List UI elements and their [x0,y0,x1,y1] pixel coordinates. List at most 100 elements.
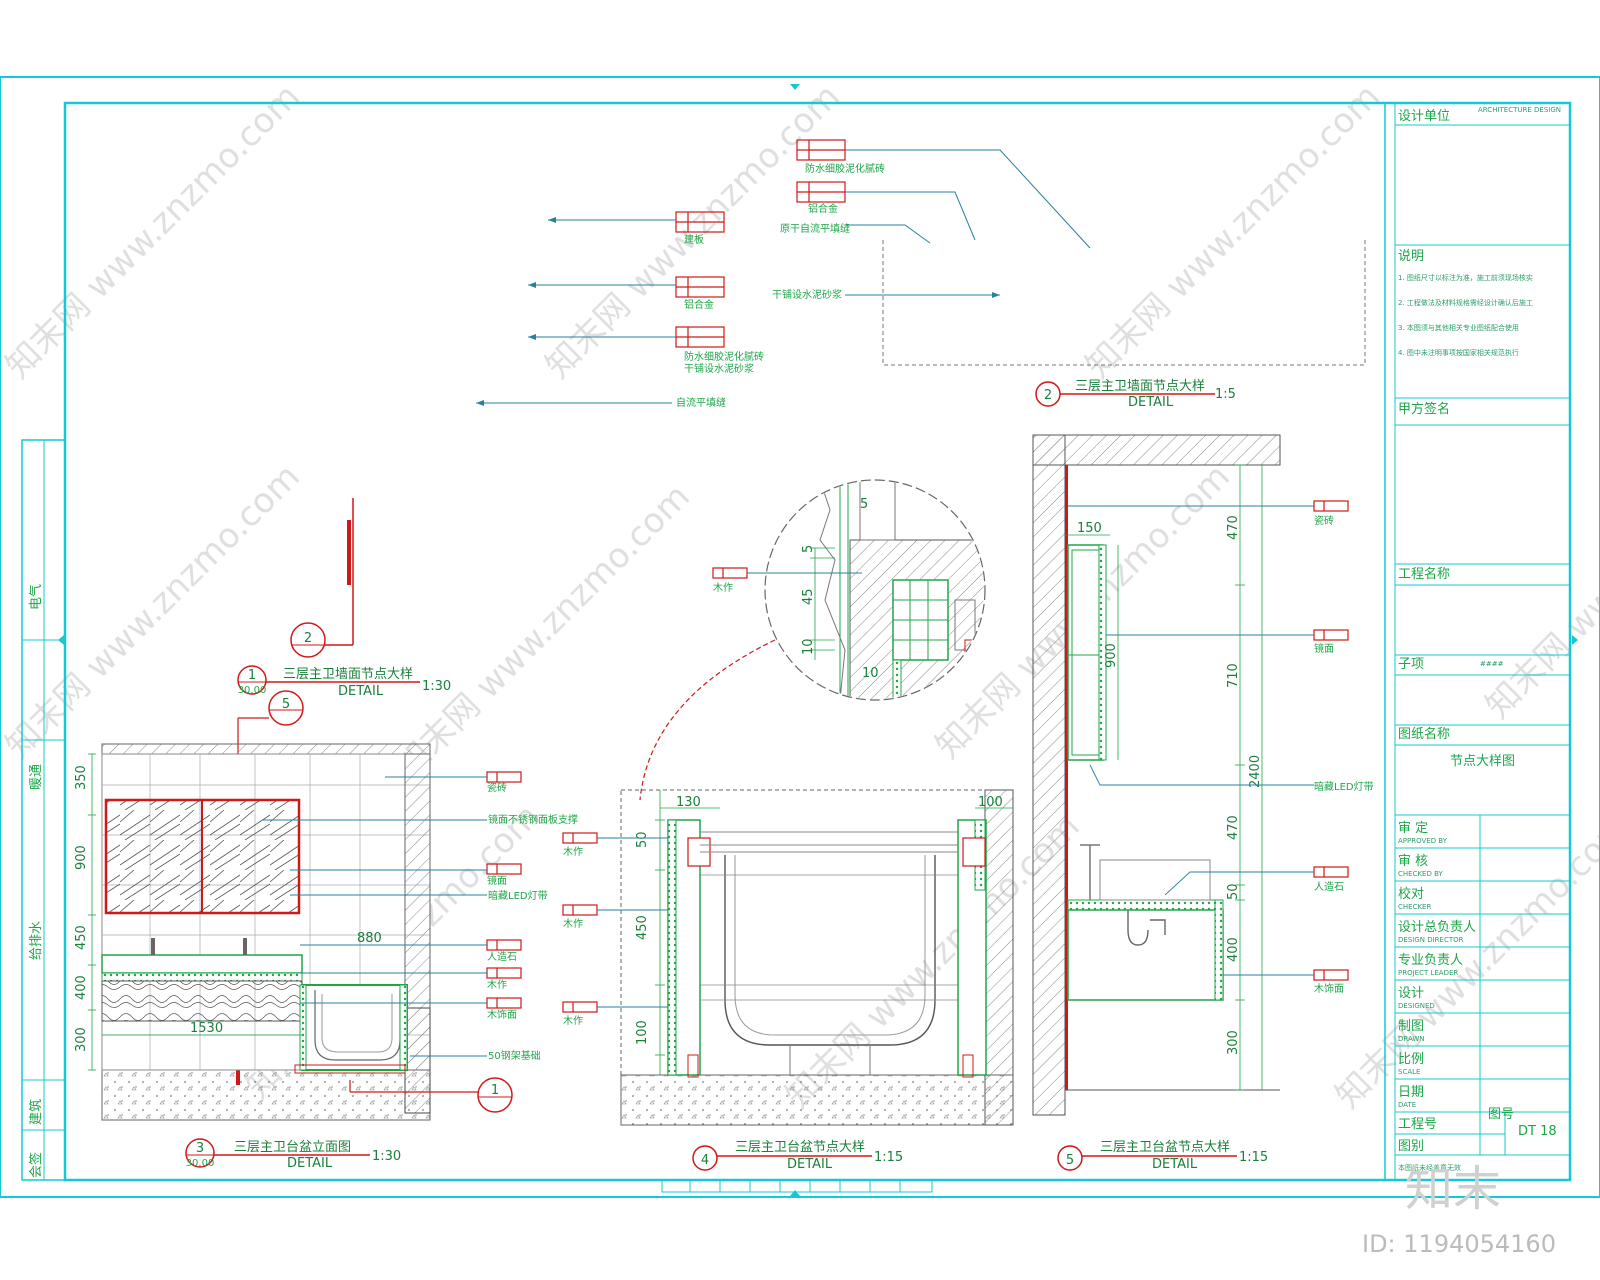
detail-label: DETAIL [787,1157,833,1172]
tb-row-cn: 专业负责人 [1398,953,1463,968]
dim-label: 1530 [190,1021,223,1036]
detail-4-section: 130 100 50 450 100 木作 木作 木作 4 三层主卫台盆节点大样… [562,789,1014,1172]
callout-label: 人造石 [487,950,517,963]
dim-label: 470 [1226,815,1241,840]
callout-label: 建板 [684,233,704,246]
strip-label: 给排水 [29,921,44,960]
section-mark-2: 2 [290,498,354,658]
tb-row-en: PROJECT LEADER [1398,969,1458,977]
detail-label: DETAIL [338,684,384,699]
dim-label: 900 [1104,643,1119,668]
detail-number: 3 [196,1141,204,1156]
title-block: 设计单位 ARCHITECTURE DESIGN 说明 1. 图纸尺寸以标注为准… [1384,102,1571,1181]
callout-label: 镜面 [1314,642,1334,655]
dim-label: 900 [74,845,89,870]
callout-label: 木饰面 [1314,982,1344,995]
dim-label: 100 [635,1020,650,1045]
detail-title: 三层主卫墙面节点大样 [1075,379,1205,394]
project-no-label: 工程号 [1398,1117,1437,1132]
detail-scale: 1:30 [422,679,451,694]
callout-label: 瓷砖 [487,781,507,794]
tb-row-cn: 设计总负责人 [1398,920,1476,935]
note-line: 1. 图纸尺寸以标注为准，施工前须现场核实 [1398,273,1533,282]
detail-enlargement-circle: 5 5 45 10 10 木作 [639,479,986,801]
title-block-rows: 审 定 APPROVED BY 审 核 CHECKED BY 校对 CHECKE… [1395,815,1570,1155]
callout-label: 木作 [563,918,583,930]
tb-row-en: DESIGNED [1398,1002,1435,1010]
drawing-no: DT 18 [1518,1124,1557,1139]
callout-label: 原干自流平填缝 [780,222,850,235]
detail-title: 三层主卫台盆立面图 [234,1140,351,1155]
section-mark-label: 2 [304,631,312,646]
callout-label: 50钢架基础 [488,1049,541,1062]
image-id: ID: 1194054160 [1362,1230,1556,1258]
dim-label: 710 [1226,663,1241,688]
watermark-text: 知末网 www.znzmo.com [388,477,698,787]
detail-2-callouts: 防水细胶泥化腻砖 铝合金 原干自流平填缝 建板 铝合金 防水细胶泥化腻砖 干铺设… [476,139,1366,410]
callout-label: 干铺设水泥砂浆 [684,362,754,375]
callout-label: 人造石 [1314,880,1344,893]
callout-label: 暗藏LED灯带 [1314,780,1374,793]
detail-3-title: 3 30.00 三层主卫台盆立面图 DETAIL 1:30 [185,1138,401,1171]
callout-label: 木作 [563,1015,583,1027]
callout-label: 镜面不锈钢面板支撑 [488,813,578,826]
strip-label: 暖通 [29,764,44,790]
dim-label: 10 [801,638,816,655]
dim-label: 350 [74,765,89,790]
drawing-type-label: 图别 [1398,1139,1424,1154]
watermark-text: 知末网 www.znzmo.com [1478,417,1600,727]
tb-row-en: SCALE [1398,1068,1420,1076]
callout-label: 铝合金 [684,298,714,311]
watermark-text: 知末网 www.znzmo.com [1078,77,1388,387]
callout-label: 自流平填缝 [676,396,726,409]
dim-label: 10 [862,666,879,681]
detail-number: 4 [701,1153,709,1168]
drawing-name: 节点大样图 [1450,754,1515,769]
detail-number: 5 [1066,1153,1074,1168]
tb-footer: 本图纸未经盖章无效 [1398,1163,1461,1172]
detail-3-elevation: 350 900 450 400 300 880 1530 瓷砖 镜面不锈钢面板支… [74,743,578,1171]
dim-label: 130 [676,795,701,810]
detail-label: DETAIL [287,1156,333,1171]
dim-label: 300 [74,1027,89,1052]
dim-label: 45 [801,588,816,605]
detail-label: DETAIL [1152,1157,1198,1172]
tb-row-en: DRAWN [1398,1035,1425,1043]
detail-2-title: 2 三层主卫墙面节点大样 DETAIL 1:5 [1035,379,1236,410]
callout-label: 木作 [563,846,583,858]
tb-row-en: DATE [1398,1101,1416,1109]
note-line: 4. 图中未注明事项按国家相关规范执行 [1398,348,1519,357]
project-name-label: 工程名称 [1398,566,1450,582]
section-mark-1: 1 [349,1077,513,1113]
brand-overlay: 知末 ID: 1194054160 [1362,1161,1556,1258]
drawing-name-label: 图纸名称 [1398,726,1450,742]
strip-label: 电气 [28,584,44,610]
dim-label: 50 [635,831,650,848]
callout-label: 防水细胶泥化腻砖 [805,162,885,175]
dim-label: 470 [1226,515,1241,540]
section-mark-label: 1 [491,1083,499,1098]
callout-label: 瓷砖 [1314,514,1334,527]
dim-label: 400 [1226,937,1241,962]
callout-label: 镜面 [487,874,507,887]
detail-number: 2 [1044,388,1052,403]
tb-row-cn: 审 定 [1398,821,1428,836]
tb-row-en: CHECKER [1398,903,1431,911]
tb-row-en: DESIGN DIRECTOR [1398,936,1464,944]
tb-row-cn: 校对 [1398,886,1424,902]
client-label: 甲方签名 [1398,401,1450,417]
detail-title: 三层主卫台盆节点大样 [1100,1140,1230,1155]
dim-label: 880 [357,931,382,946]
dim-label: 5 [801,545,816,553]
brand-logo: 知末 [1405,1161,1501,1217]
callout-label: 木作 [487,979,507,991]
detail-title: 三层主卫墙面节点大样 [283,667,413,682]
dim-label: 5 [860,497,868,512]
detail-scale: 1:15 [874,1150,903,1165]
strip-label: 会签 [28,1152,44,1178]
callout-label: 木作 [713,582,733,594]
note-line: 3. 本图须与其他相关专业图纸配合使用 [1398,323,1519,332]
dim-label: 450 [635,915,650,940]
detail-scale: 1:5 [1215,387,1236,402]
detail-title: 三层主卫台盆节点大样 [735,1140,865,1155]
